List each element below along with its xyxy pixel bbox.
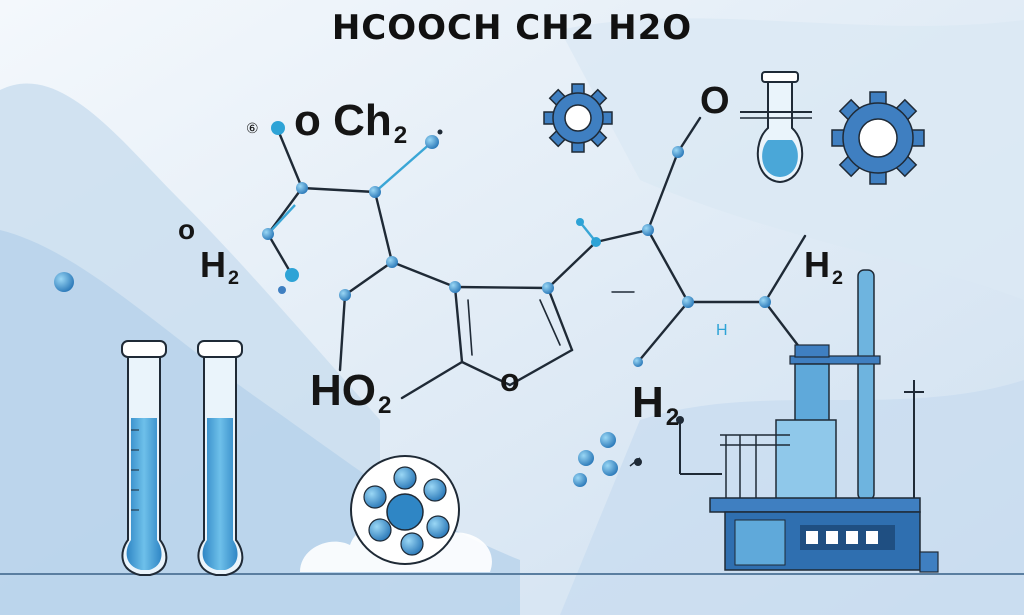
oh2-o-label: o [178,214,196,245]
circled-six-label: ⑥ [246,120,259,136]
lower-h2-label: H2 [632,378,680,432]
molecule-badge-icon [350,455,460,565]
ring-oxygen-label: o [500,362,520,398]
gear-icon [543,83,613,153]
top-oxygen-label: O [700,80,730,122]
gear-icon [831,91,925,185]
floating-atom [54,272,74,292]
test-tube-icon [121,340,168,576]
small-h-label: H [716,322,728,339]
test-tube-icon [197,340,244,576]
factory-icon [709,269,939,573]
molecule-atoms [54,121,771,367]
och2-label: o Ch2 [294,96,408,150]
molecule-icon [573,416,722,487]
page-title: HCOOCH CH2 H2O [331,8,693,48]
flask-icon [740,71,812,184]
ho2-label: HO2 [310,366,392,420]
